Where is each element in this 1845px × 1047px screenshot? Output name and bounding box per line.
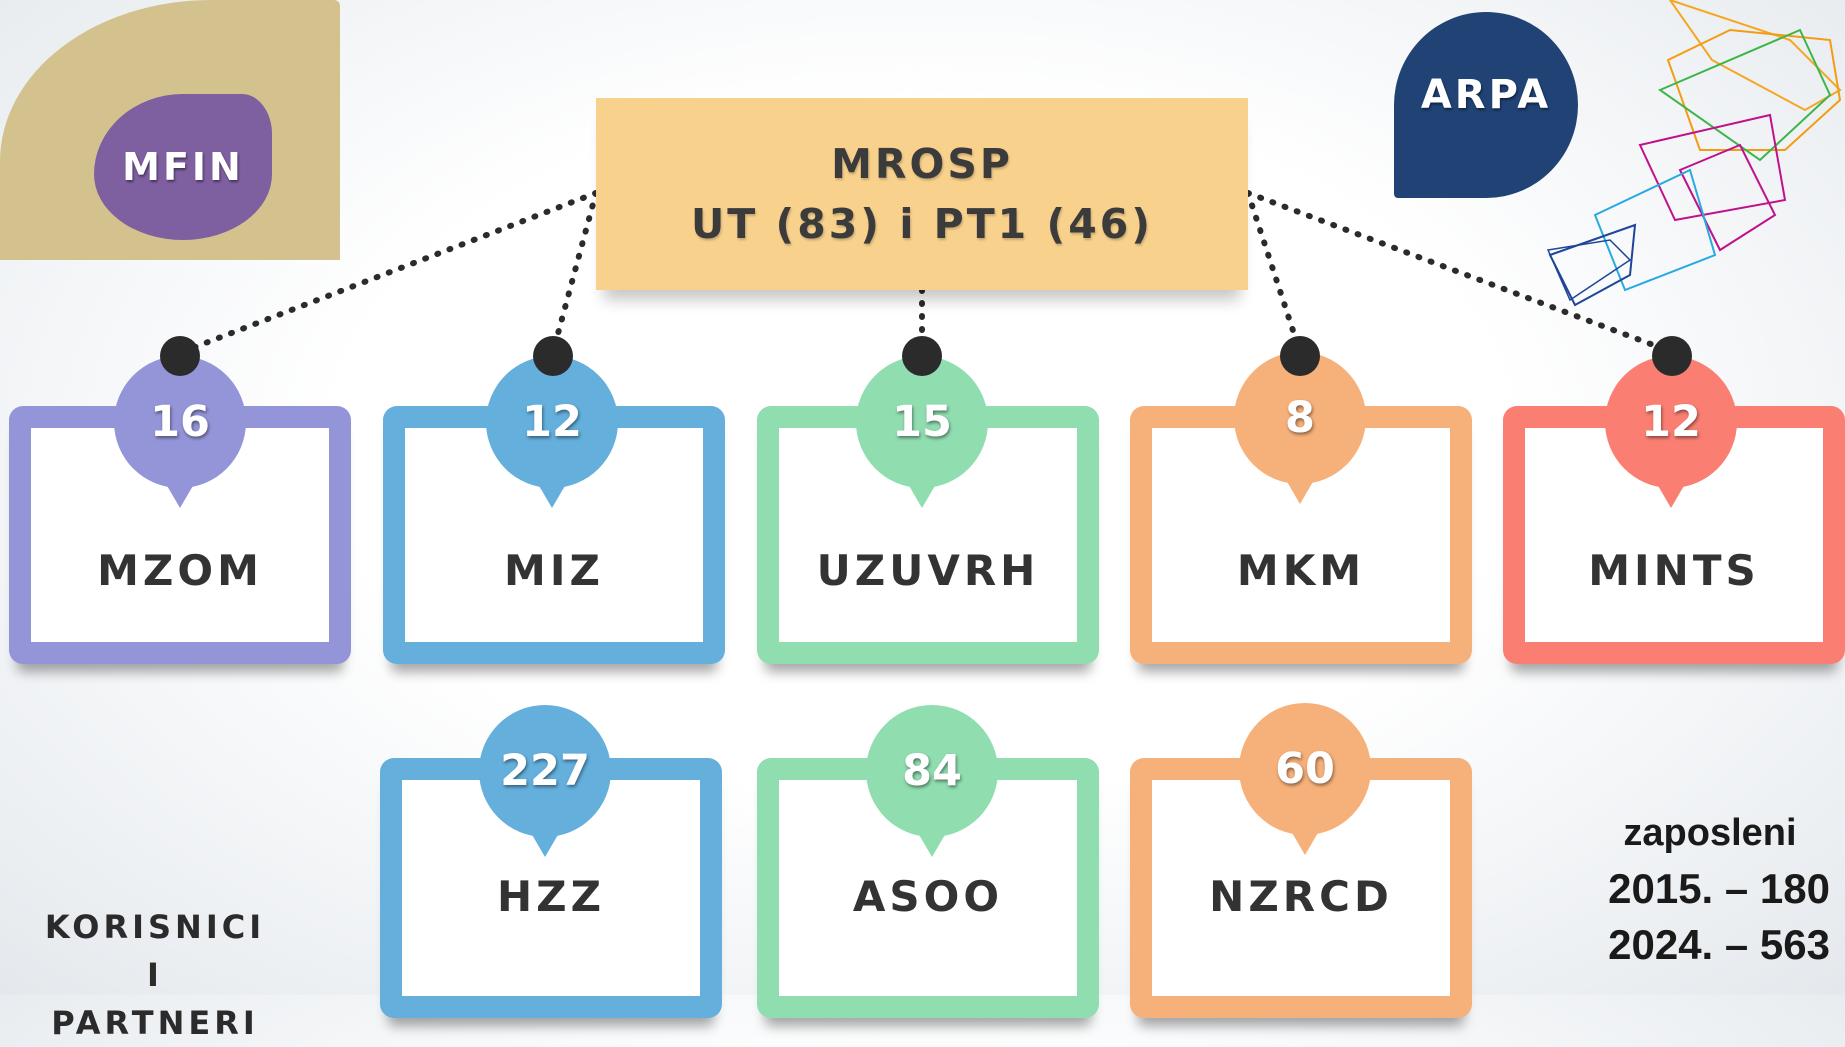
count-pin: 12 [486, 356, 618, 508]
mrosp-box: MROSP UT (83) i PT1 (46) [596, 98, 1248, 290]
mfin-bubble: MFIN [94, 94, 272, 240]
count-pin: 15 [856, 356, 988, 508]
partners-label-line2: PARTNERI [51, 1004, 259, 1042]
card-mkm: MKM [1130, 406, 1472, 664]
card-label: MKM [1236, 546, 1366, 595]
employees-2024: 2024. – 563 [1608, 921, 1830, 968]
count-pin: 60 [1239, 703, 1371, 855]
partners-label-line1: KORISNICI I [44, 908, 266, 994]
count-pin: 16 [114, 356, 246, 508]
mrosp-title: MROSP [831, 140, 1013, 188]
count-pin: 84 [866, 705, 998, 857]
decorative-frames-graphic [1546, 0, 1842, 307]
count-pin: 12 [1605, 356, 1737, 508]
arpa-bubble: ARPA [1394, 12, 1578, 198]
connector-dot [533, 336, 573, 376]
employees-title: zaposleni [1623, 812, 1797, 854]
card-label: ASOO [852, 872, 1004, 921]
employees-summary: zaposleni 2015. – 180 2024. – 563 [1570, 805, 1830, 973]
count-pin: 227 [479, 705, 611, 857]
card-label: MIZ [504, 546, 604, 595]
card-label: MINTS [1588, 546, 1760, 595]
card-label: MZOM [97, 546, 263, 595]
card-label: HZZ [496, 872, 606, 921]
card-nzrcd: NZRCD [1130, 758, 1472, 1018]
card-label: UZUVRH [816, 546, 1040, 595]
connector-dot [1652, 336, 1692, 376]
connector-dot [902, 336, 942, 376]
card-label: NZRCD [1209, 872, 1393, 921]
employees-2015: 2015. – 180 [1608, 865, 1830, 912]
connector-dot [160, 336, 200, 376]
connector-dot [1280, 336, 1320, 376]
mrosp-subtitle: UT (83) i PT1 (46) [690, 200, 1154, 248]
